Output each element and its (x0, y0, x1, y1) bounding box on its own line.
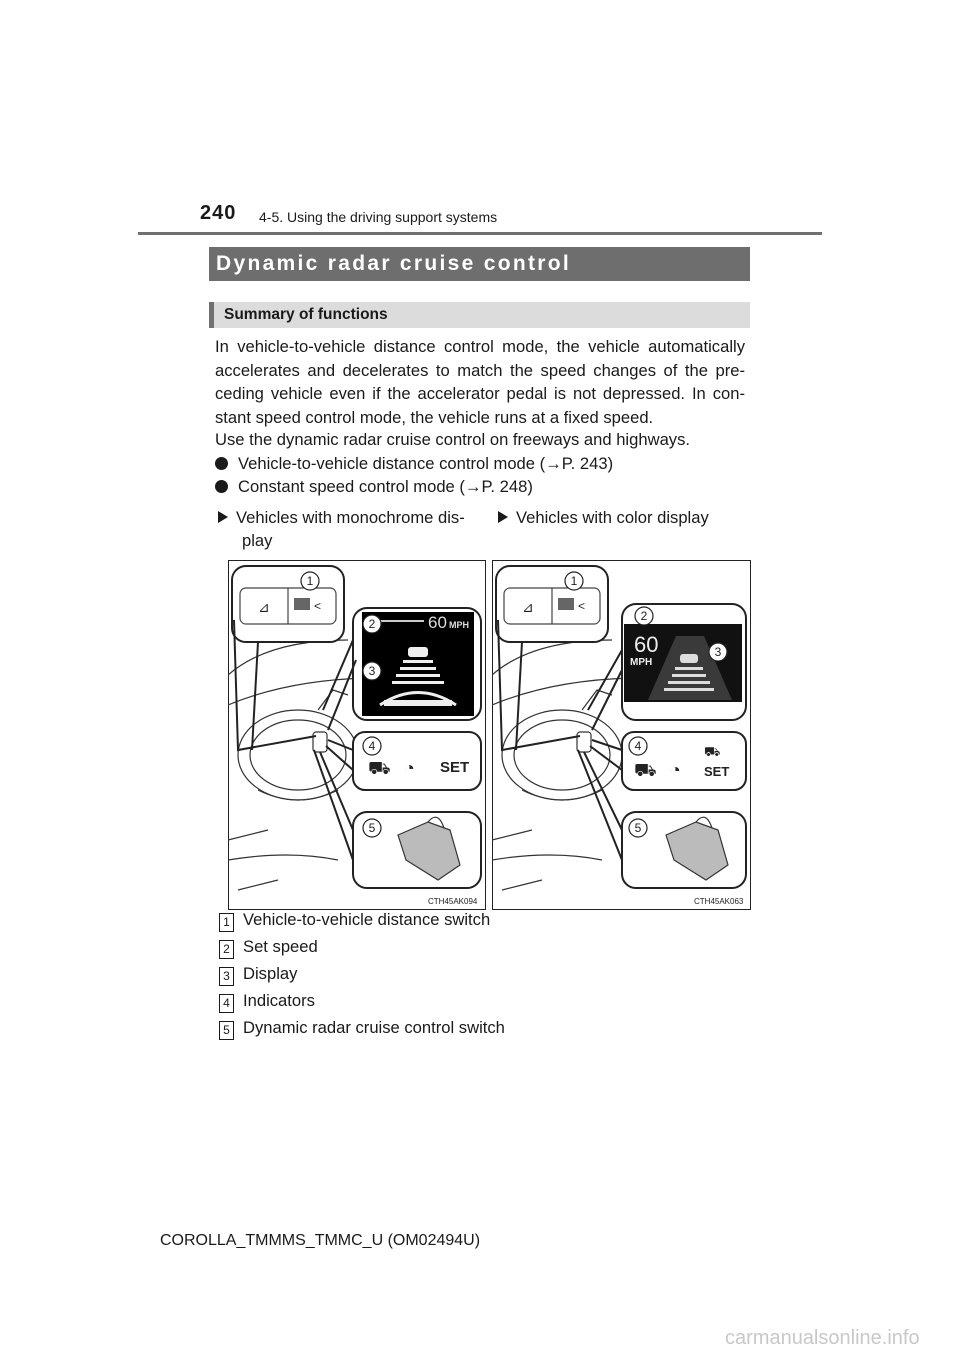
document-footer: COROLLA_TMMMS_TMMC_U (OM02494U) (160, 1232, 481, 1249)
legend-label: Vehicle-to-vehicle distance switch (243, 910, 491, 929)
intro-paragraph: In vehicle-to-vehicle distance control m… (215, 337, 745, 427)
callout-number: 4 (635, 739, 642, 753)
legend-number: 5 (219, 1021, 234, 1040)
callout-number: 1 (571, 574, 578, 588)
figure-code: CTH45AK094 (428, 897, 478, 906)
set-indicator: SET (704, 764, 729, 779)
radar-cruise-indicator-icon: ⛟ (368, 758, 391, 778)
callout-number: 5 (635, 821, 642, 835)
lane-bars-icon (392, 647, 444, 684)
lane-bars-icon (664, 654, 714, 691)
subheading: Summary of functions (224, 306, 388, 323)
speedometer-indicator-icon: ◔ (404, 758, 415, 778)
legend-item: 4 Indicators (219, 990, 315, 1013)
callout-number: 2 (369, 617, 376, 631)
callout-number: 2 (641, 609, 648, 623)
set-speed-value: 60 (428, 613, 447, 632)
legend-item: 5 Dynamic radar cruise control switch (219, 1017, 505, 1040)
bullet-icon (215, 480, 228, 493)
radar-cruise-small-icon: ⛟ (704, 744, 720, 759)
legend-label: Indicators (243, 991, 315, 1010)
bullet-text: Vehicle-to-vehicle distance control mode… (238, 454, 614, 473)
bullet-icon (215, 457, 228, 470)
usage-paragraph: Use the dynamic radar cruise control on … (215, 430, 690, 449)
callout-number: 3 (369, 664, 376, 678)
legend-number: 1 (219, 913, 234, 932)
callout-number: 1 (307, 574, 314, 588)
legend-item: 3 Display (219, 963, 297, 986)
speedometer-indicator-icon: ◔ (670, 760, 681, 780)
legend-item: 1 Vehicle-to-vehicle distance switch (219, 909, 490, 932)
legend-item: 2 Set speed (219, 936, 318, 959)
legend-label: Dynamic radar cruise control switch (243, 1018, 505, 1037)
subheading-bar: Summary of functions (209, 302, 750, 328)
distance-switch-icon: ⊿ (522, 599, 534, 615)
radar-cruise-indicator-icon: ⛟ (634, 760, 657, 780)
column-heading-monochrome: Vehicles with monochrome dis- play (218, 506, 478, 552)
set-indicator: SET (440, 759, 469, 776)
distance-bar-icon (294, 598, 310, 610)
set-speed-value: 60 (634, 632, 658, 657)
column-heading-text: Vehicles with monochrome dis- (236, 508, 465, 527)
callout-box-indicators (621, 731, 747, 791)
legend-label: Set speed (243, 937, 318, 956)
callout-number: 4 (369, 739, 376, 753)
figure-code: CTH45AK063 (694, 897, 744, 906)
callout-number: 5 (369, 821, 376, 835)
bullet-item: Constant speed control mode (→P. 248) (215, 475, 533, 498)
set-speed-unit: MPH (449, 620, 469, 630)
bullet-item: Vehicle-to-vehicle distance control mode… (215, 452, 613, 475)
page-number: 240 (200, 202, 237, 224)
title-bar: Dynamic radar cruise control (209, 247, 750, 281)
cruise-control-figure: ⊿ < 60 MPH ⛟ ◔ SET (228, 560, 751, 910)
header-rule (138, 232, 822, 235)
distance-bar-icon (558, 598, 574, 610)
callout-number: 3 (715, 645, 722, 659)
triangle-arrow-icon (498, 511, 508, 523)
watermark: carmanualsonline.info (725, 1327, 920, 1349)
column-heading-text-cont: play (242, 531, 273, 550)
legend-number: 2 (219, 940, 234, 959)
distance-switch-icon: ⊿ (258, 599, 270, 615)
section-path: 4-5. Using the driving support systems (259, 209, 498, 225)
bullet-text: Constant speed control mode (→P. 248) (238, 477, 533, 496)
column-heading-text: Vehicles with color display (516, 508, 709, 527)
legend-number: 3 (219, 967, 234, 986)
legend-label: Display (243, 964, 298, 983)
monochrome-display (362, 612, 474, 716)
triangle-arrow-icon (218, 511, 228, 523)
svg-text:<: < (578, 599, 585, 613)
page-title: Dynamic radar cruise control (216, 252, 572, 275)
color-figure-panel: ⊿ < 60 MPH ⛟ ◔ ⛟ SET (492, 560, 751, 910)
svg-text:<: < (314, 599, 321, 613)
monochrome-figure-panel: ⊿ < 60 MPH ⛟ ◔ SET (228, 560, 486, 910)
set-speed-unit: MPH (630, 657, 652, 668)
column-heading-color: Vehicles with color display (498, 506, 709, 529)
legend-number: 4 (219, 994, 234, 1013)
